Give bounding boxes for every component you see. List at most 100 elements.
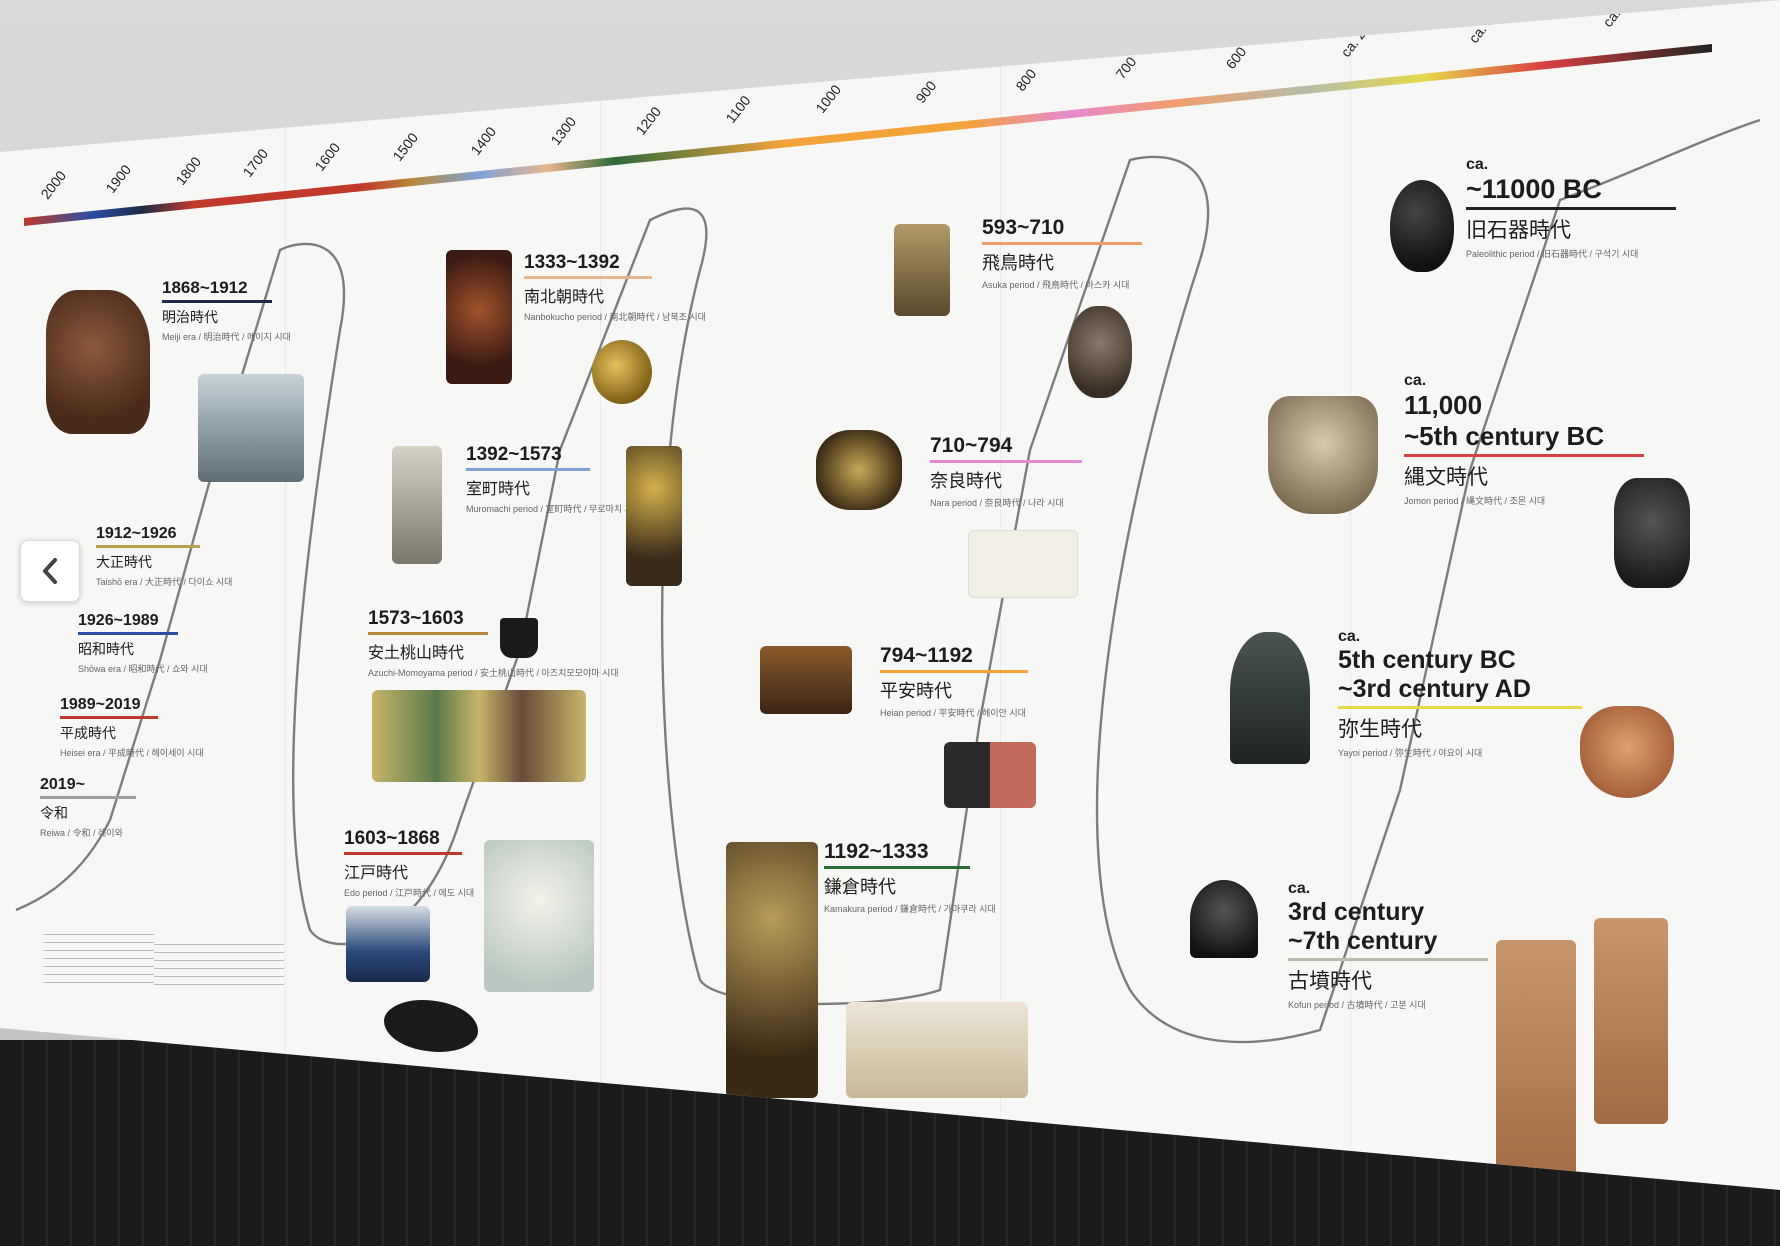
era-color-rule: [1466, 207, 1676, 210]
era-name: 南北朝時代: [524, 289, 605, 306]
timeline-bar: [24, 44, 1712, 226]
era-reiwa: 2019~ 令和 Reiwa / 令和 / 레이와: [40, 776, 136, 839]
era-paleolithic: ca. ~11000 BC 旧石器時代 Paleolithic period /…: [1466, 156, 1676, 260]
era-years: ~7th century: [1288, 927, 1438, 955]
era-azuchi: 1573~1603 安土桃山時代 Azuchi-Momoyama period …: [368, 608, 619, 679]
haniwa-figure-image: [1594, 918, 1668, 1124]
fine-print-line: [44, 930, 154, 935]
era-asuka: 593~710 飛鳥時代 Asuka period / 飛鳥時代 / 아스카 시…: [982, 216, 1142, 291]
era-name: 平安時代: [880, 681, 952, 701]
era-subtitle: Nanbokucho period / 南北朝時代 / 남북조 시대: [524, 312, 706, 322]
lacquer-box-image: [760, 646, 852, 714]
era-subtitle: Kofun period / 古墳時代 / 고분 시대: [1288, 1000, 1426, 1010]
fine-print-line: [154, 972, 284, 977]
fine-print-line: [44, 938, 154, 943]
guardian-statue-image: [726, 842, 818, 1098]
era-color-rule: [824, 866, 970, 869]
era-jomon: ca. 11,000 ~5th century BC 縄文時代 Jomon pe…: [1404, 372, 1644, 507]
era-name: 江戸時代: [344, 865, 409, 882]
era-subtitle: Shōwa era / 昭和時代 / 쇼와 시대: [78, 664, 208, 674]
yayoi-jar-image: [1580, 706, 1674, 798]
era-yayoi: ca. 5th century BC ~3rd century AD 弥生時代 …: [1338, 628, 1582, 759]
fine-print-line: [154, 980, 284, 985]
era-subtitle: Kamakura period / 鎌倉時代 / 가마쿠라 시대: [824, 904, 996, 914]
panel-seam: [600, 0, 601, 1190]
era-years: 710~794: [930, 434, 1013, 457]
era-name: 令和: [40, 805, 68, 821]
panel-seam: [1350, 0, 1351, 1190]
era-years: 11,000: [1404, 390, 1483, 420]
fine-print-line: [44, 946, 154, 951]
samurai-armor-image: [626, 446, 682, 586]
ink-landscape-image: [392, 446, 442, 564]
era-nara: 710~794 奈良時代 Nara period / 奈良時代 / 나라 시대: [930, 434, 1082, 509]
era-name: 鎌倉時代: [824, 877, 896, 897]
era-heisei: 1989~2019 平成時代 Heisei era / 平成時代 / 헤이세이 …: [60, 696, 204, 759]
timeline-color-band: [24, 44, 1712, 226]
tea-bowl-image: [500, 618, 538, 658]
gigaku-mask-image: [1068, 306, 1132, 398]
era-name: 縄文時代: [1404, 466, 1488, 489]
era-meiji: 1868~1912 明治時代 Meiji era / 明治時代 / 메이지 시대: [162, 278, 291, 343]
circa-label: ca.: [1466, 156, 1489, 173]
fine-print-line: [154, 948, 284, 953]
haniwa-warrior-image: [1496, 940, 1576, 1190]
era-years: ~5th century BC: [1404, 421, 1605, 451]
era-subtitle: Reiwa / 令和 / 레이와: [40, 828, 123, 838]
era-nanbokucho: 1333~1392 南北朝時代 Nanbokucho period / 南北朝時…: [524, 252, 706, 323]
era-color-rule: [880, 670, 1028, 673]
chevron-left-icon: [43, 558, 57, 584]
fine-print-line: [44, 962, 154, 967]
era-years: 3rd century: [1288, 898, 1425, 926]
sutra-calligraphy-image: [968, 530, 1078, 598]
era-years: 1192~1333: [824, 840, 929, 863]
era-name: 弥生時代: [1338, 718, 1422, 741]
era-kamakura: 1192~1333 鎌倉時代 Kamakura period / 鎌倉時代 / …: [824, 840, 996, 915]
incense-burner-image: [816, 430, 902, 510]
fine-print-line: [44, 970, 154, 975]
era-color-rule: [524, 276, 652, 279]
era-name: 奈良時代: [930, 471, 1002, 491]
folding-screen-image: [372, 690, 586, 782]
era-name: 安土桃山時代: [368, 645, 465, 662]
circa-label: ca.: [1338, 628, 1361, 645]
connector-path: [15, 118, 1761, 1044]
era-years: 1926~1989: [78, 612, 159, 629]
era-color-rule: [78, 632, 178, 635]
era-name: 飛鳥時代: [982, 253, 1054, 273]
era-color-rule: [930, 460, 1082, 463]
panel-seam: [285, 0, 286, 1190]
era-years: ~3rd century AD: [1338, 675, 1531, 703]
credits-fine-print: [154, 940, 284, 988]
era-name: 昭和時代: [78, 641, 134, 657]
era-kofun: ca. 3rd century ~7th century 古墳時代 Kofun …: [1288, 880, 1488, 1011]
fine-print-line: [44, 978, 154, 983]
era-years: 1603~1868: [344, 828, 440, 849]
era-subtitle: Paleolithic period / 旧石器時代 / 구석기 시대: [1466, 249, 1639, 259]
era-years: 1989~2019: [60, 696, 141, 713]
previous-image-button[interactable]: [20, 540, 80, 602]
era-color-rule: [40, 796, 136, 799]
era-subtitle: Taishō era / 大正時代 / 다이쇼 시대: [96, 577, 233, 587]
fine-print-line: [154, 940, 284, 945]
era-subtitle: Muromachi period / 室町時代 / 무로마치 시대: [466, 504, 642, 514]
jomon-pot-image: [1268, 396, 1378, 514]
era-name: 平成時代: [60, 725, 116, 741]
dogu-figurine-image: [1614, 478, 1690, 588]
era-showa: 1926~1989 昭和時代 Shōwa era / 昭和時代 / 쇼와 시대: [78, 612, 208, 675]
era-heian: 794~1192 平安時代 Heian period / 平安時代 / 헤이안 …: [880, 644, 1028, 719]
era-color-rule: [1288, 958, 1488, 961]
era-subtitle: Meiji era / 明治時代 / 메이지 시대: [162, 332, 291, 342]
era-name: 大正時代: [96, 554, 152, 570]
era-color-rule: [60, 716, 158, 719]
era-years: 1573~1603: [368, 608, 464, 629]
era-color-rule: [368, 632, 488, 635]
era-subtitle: Azuchi-Momoyama period / 安土桃山時代 / 아즈치모모야…: [368, 668, 619, 678]
era-years: 1333~1392: [524, 252, 620, 273]
great-wave-image: [346, 906, 430, 982]
era-edo: 1603~1868 江戸時代 Edo period / 江戸時代 / 에도 시대: [344, 828, 474, 899]
gold-mirror-image: [592, 340, 652, 404]
era-subtitle: Heisei era / 平成時代 / 헤이세이 시대: [60, 748, 204, 758]
